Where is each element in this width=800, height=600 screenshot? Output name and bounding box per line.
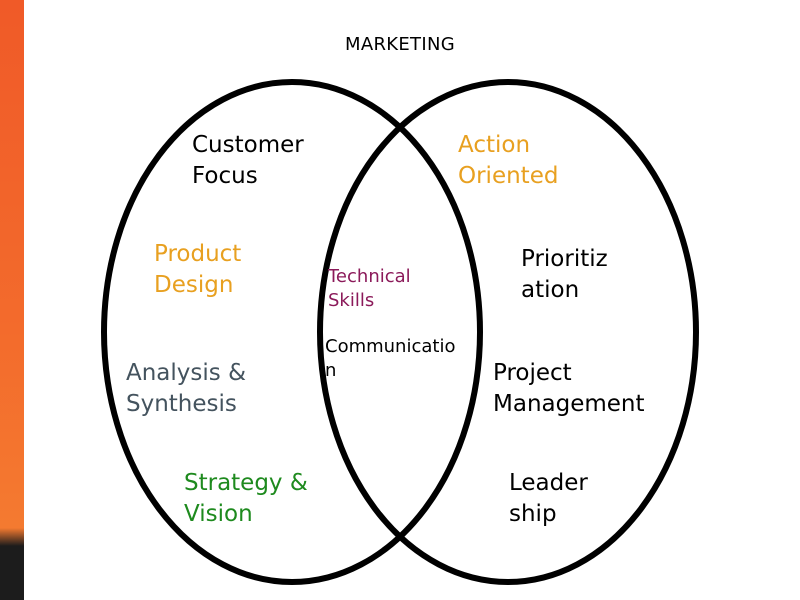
label-analysis-synthesis: Analysis & Synthesis: [126, 360, 247, 417]
label-technical-skills: Technical Skills: [328, 266, 411, 311]
venn-right-circle: [317, 79, 699, 585]
label-project-management: Project Management: [493, 360, 645, 417]
label-customer-focus: Customer Focus: [192, 132, 304, 189]
label-action-oriented: Action Oriented: [458, 132, 559, 189]
label-product-design: Product Design: [154, 241, 242, 298]
accent-side-bar: [0, 0, 24, 600]
label-leadership: Leader ship: [509, 470, 588, 527]
label-prioritization: Prioritiz ation: [521, 246, 608, 303]
venn-left-circle: [101, 79, 483, 585]
label-strategy-vision: Strategy & Vision: [184, 470, 308, 527]
label-communication: Communicatio n: [325, 336, 456, 381]
diagram-title: MARKETING: [345, 34, 455, 55]
